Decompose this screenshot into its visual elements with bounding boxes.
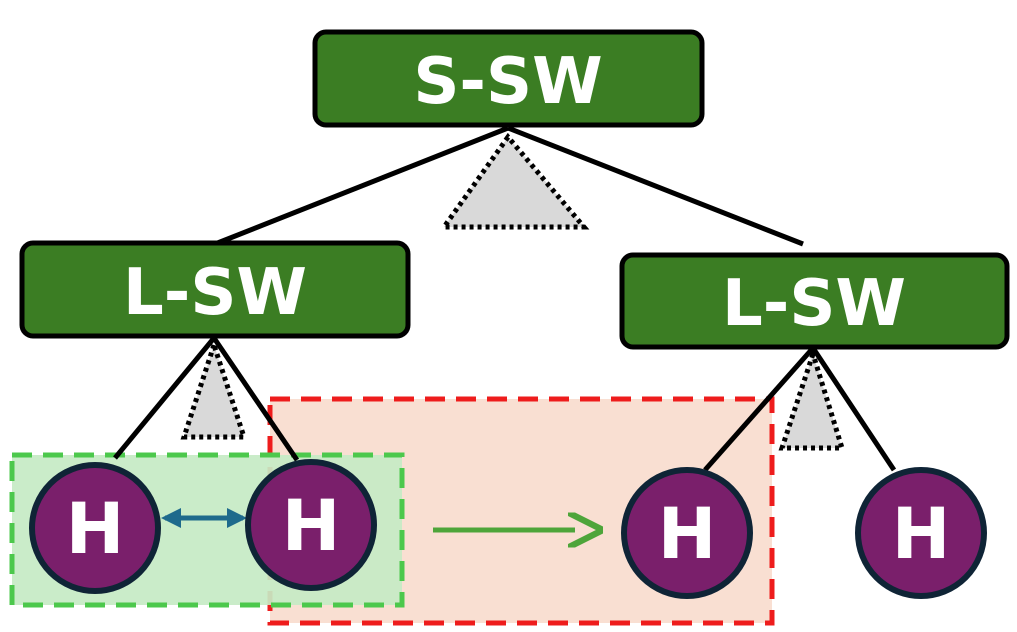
host-1: H (29, 462, 161, 594)
host-3-label: H (658, 493, 717, 575)
spine-switch: S-SW (312, 29, 705, 128)
host-3: H (621, 467, 753, 599)
host-4-label: H (892, 493, 951, 575)
link-leaf-left-host-2 (211, 336, 300, 462)
host-4: H (855, 467, 987, 599)
link-leaf-right-host-4 (810, 346, 897, 472)
host-1-label: H (66, 488, 125, 570)
leaf-switch-right-label: L-SW (722, 267, 906, 341)
link-spine-leaf-right (507, 125, 804, 247)
link-leaf-left-host-1 (113, 336, 216, 460)
host-2-label: H (282, 485, 341, 567)
leaf-right-fanout-triangle (778, 345, 846, 451)
link-spine-leaf-left (214, 125, 509, 247)
leaf-left-fanout-triangle (180, 336, 248, 440)
leaf-switch-left: L-SW (19, 240, 411, 339)
spine-fanout-triangle (439, 132, 590, 230)
leaf-switch-right: L-SW (619, 252, 1010, 350)
leaf-switch-left-label: L-SW (123, 256, 307, 330)
host-2: H (245, 459, 377, 591)
spine-switch-label: S-SW (413, 45, 602, 119)
link-leaf-right-host-3 (703, 346, 815, 472)
